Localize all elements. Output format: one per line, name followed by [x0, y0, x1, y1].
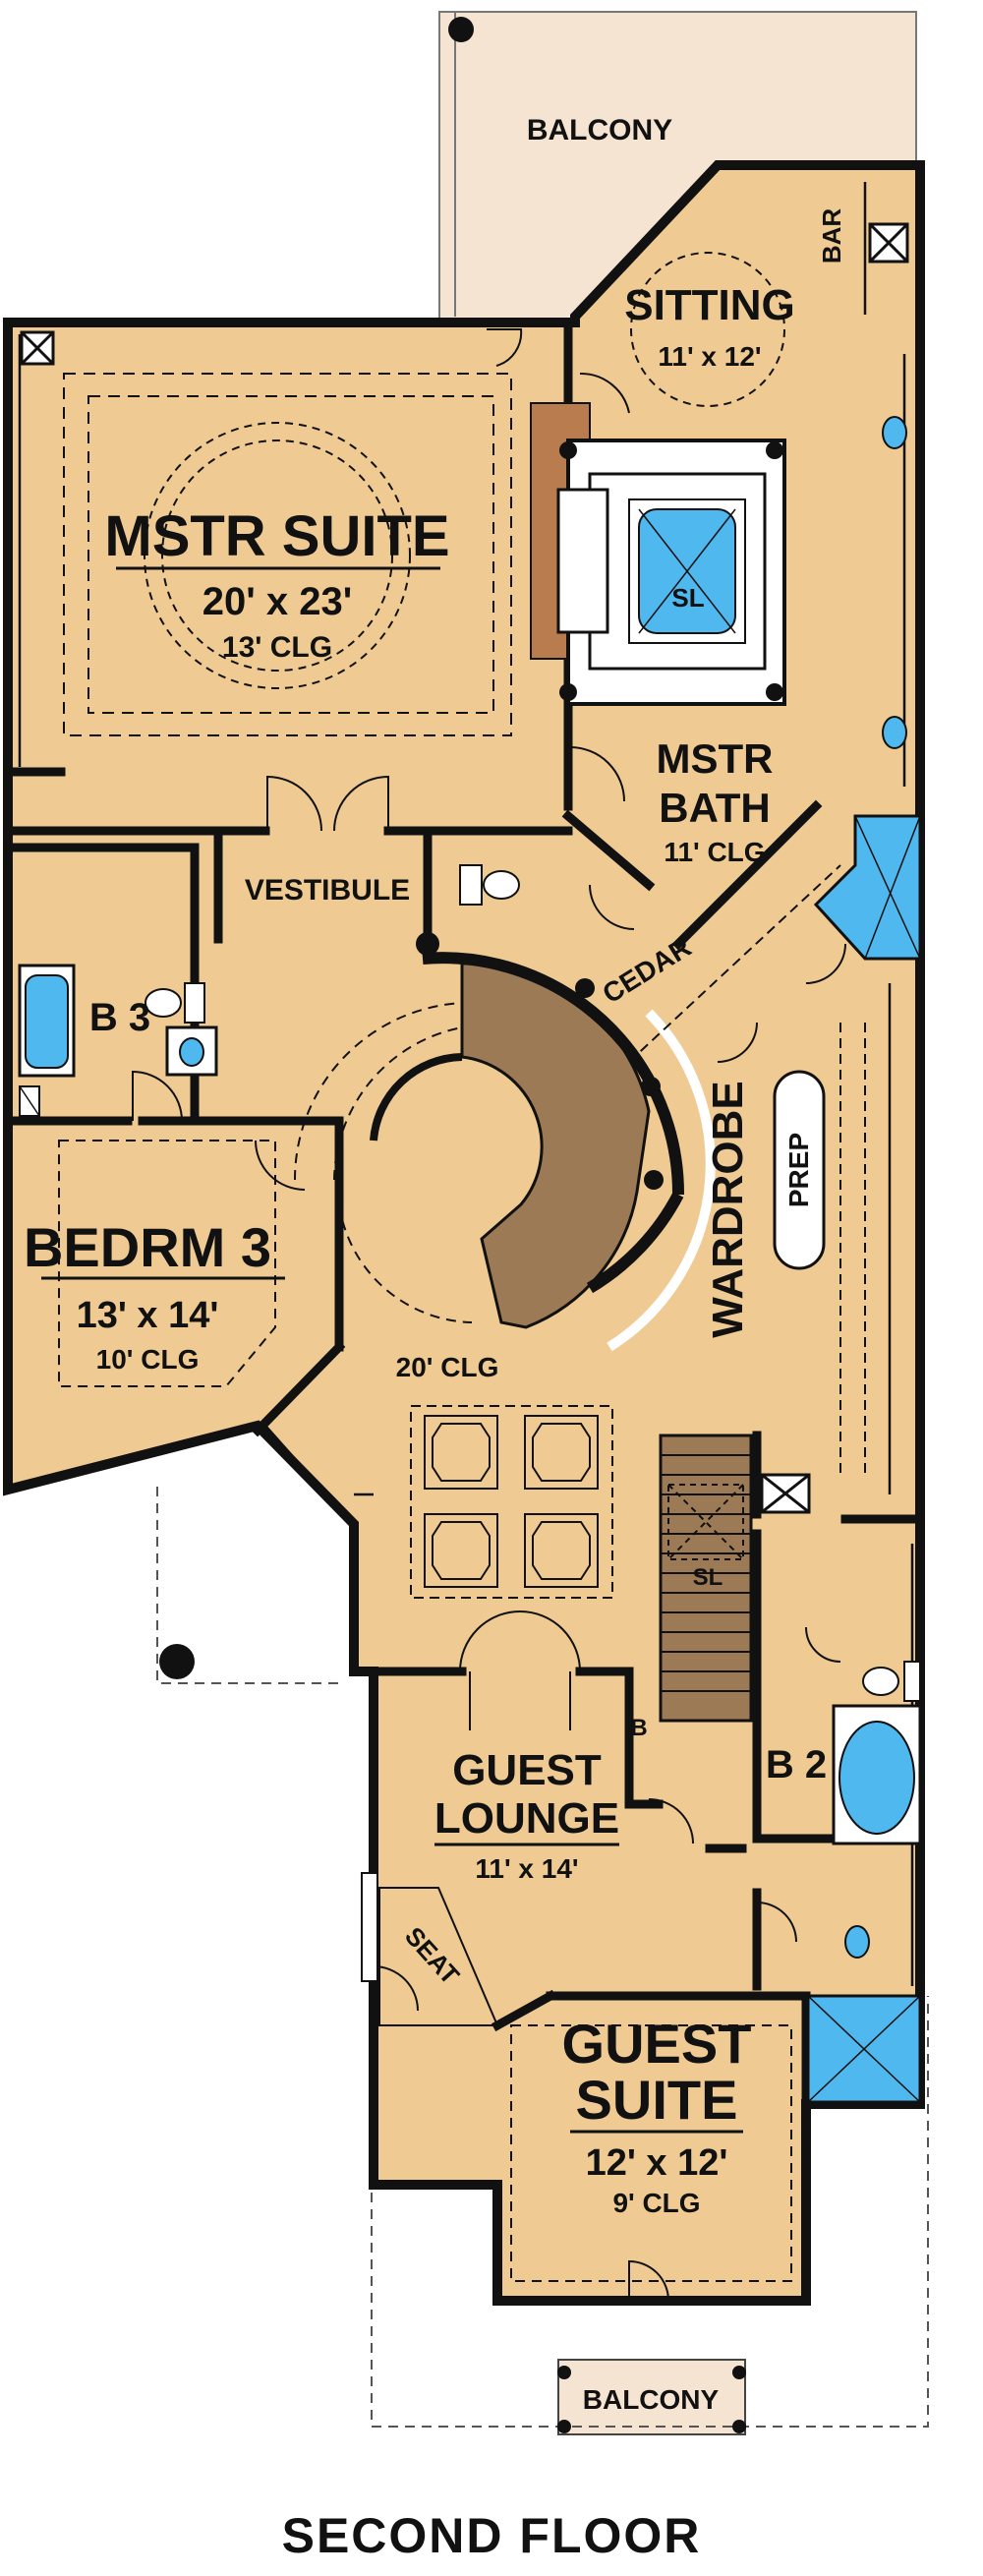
vanity-sinks [844, 416, 907, 1959]
bedroom3-label: BEDRM 3 [24, 1216, 271, 1278]
column-dot [448, 17, 474, 42]
straight-stair [659, 1434, 753, 1723]
master-suite-tray [63, 373, 512, 736]
toilets [145, 864, 921, 1702]
guest-lounge-label-2: LOUNGE [434, 1794, 619, 1843]
door-swings [132, 328, 846, 2302]
stair-sl-label: SL [693, 1564, 723, 1591]
master-suite-ceiling-circle [144, 422, 411, 689]
prep-label: PREP [783, 1133, 814, 1207]
guest-suite-dim: 12' x 12' [586, 2142, 728, 2184]
master-suite-clg: 13' CLG [222, 631, 332, 664]
sitting-ceiling-circle [630, 252, 785, 407]
b2-tub [832, 1704, 922, 1845]
guest-shower [806, 1994, 922, 2104]
master-suite-label: MSTR SUITE [104, 504, 449, 568]
bedroom3-ceiling [58, 1140, 276, 1387]
guest-suite-clg: 9' CLG [612, 2188, 700, 2218]
guest-lounge-label: GUEST [452, 1746, 602, 1794]
outdoor-outline [156, 1487, 929, 2428]
bar-label: BAR [817, 208, 846, 264]
sitting-label: SITTING [624, 281, 795, 329]
foyer-ceiling-grid [410, 1405, 613, 1599]
hall-clg: 20' CLG [396, 1352, 499, 1382]
prep-island [773, 1070, 826, 1270]
corner-boxes [20, 222, 909, 1514]
bedroom3-dim: 13' x 14' [77, 1295, 219, 1336]
vestibule-label: VESTIBULE [245, 874, 410, 907]
master-bath-clg: 11' CLG [664, 837, 765, 867]
bottom-balcony-area [557, 2359, 746, 2435]
stair-ceiling-arcs [293, 1002, 473, 1323]
sitting-dim: 11' x 12' [658, 341, 761, 372]
b3-label: B 3 [89, 996, 150, 1039]
guest-suite-ceiling [510, 2024, 792, 2282]
guest-lounge-dim: 11' x 14' [475, 1853, 578, 1884]
master-suite-dim: 20' x 23' [202, 580, 352, 623]
shower-sl-label: SL [671, 583, 704, 613]
balcony-posts [159, 1644, 746, 2433]
master-tub-module [530, 402, 786, 706]
master-bath-label-2: BATH [659, 785, 771, 831]
master-shower [813, 814, 922, 961]
b3-tub [18, 964, 218, 1117]
wardrobe-rods [628, 864, 866, 1475]
floor-title: SECOND FLOOR [281, 2508, 702, 2563]
b2-label: B 2 [766, 1743, 827, 1786]
bedroom3-clg: 10' CLG [96, 1344, 200, 1375]
b-mark-label: B [630, 1715, 647, 1741]
master-bath-label: MSTR [657, 735, 774, 782]
top-balcony-label: BALCONY [527, 114, 672, 146]
bottom-balcony-label: BALCONY [583, 2384, 720, 2415]
seat-niche [361, 1872, 499, 2026]
guest-suite-label-2: SUITE [576, 2069, 738, 2131]
wardrobe-label: WARDROBE [704, 1081, 752, 1338]
guest-suite-label: GUEST [562, 2013, 752, 2075]
spiral-stair [370, 932, 716, 1352]
